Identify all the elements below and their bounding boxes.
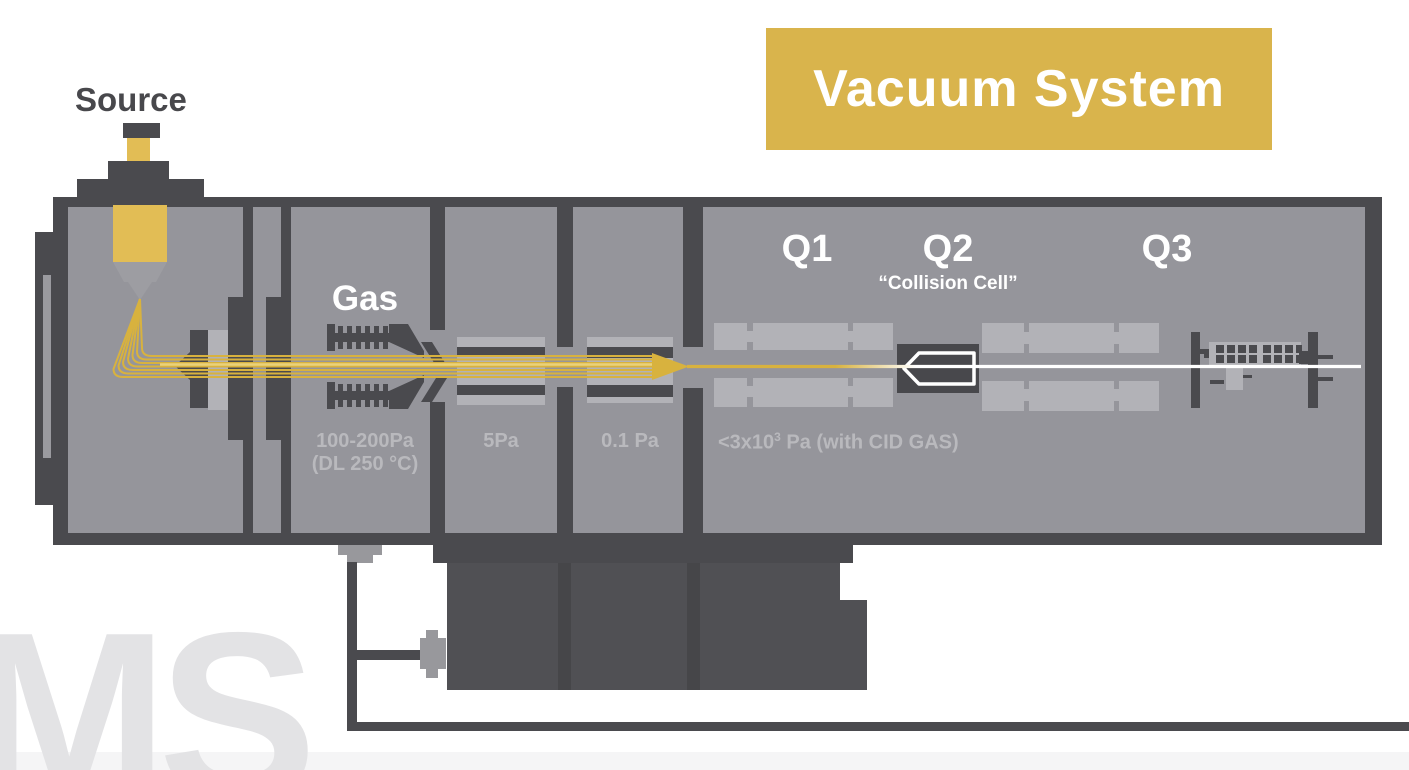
collision-cell-label: “Collision Cell” <box>878 273 1018 294</box>
dl-nozzle-bottom <box>389 375 424 409</box>
collision-cell <box>897 344 979 393</box>
q3-label: Q3 <box>1141 228 1193 270</box>
exhaust-pipe <box>347 722 1409 731</box>
q1-label: Q1 <box>781 228 833 270</box>
q1-rods <box>714 323 893 407</box>
q3-rods <box>982 323 1159 411</box>
q2-label: Q2 <box>922 228 974 270</box>
pump-port-flange <box>338 545 382 555</box>
ms-watermark: MS <box>0 584 317 770</box>
analyzer-pressure-exponent: 3 <box>774 430 781 444</box>
collision-cell-outline <box>902 351 976 386</box>
heater-fins-top <box>338 326 388 349</box>
turbo-pump <box>433 545 867 690</box>
heater-fins-bottom <box>338 384 388 407</box>
valve <box>420 638 446 669</box>
bottom-strip <box>0 752 1409 770</box>
desolvation-line-heater <box>327 324 424 409</box>
hv-pressure-label: 0.1 Pa <box>601 430 659 452</box>
source-label: Source <box>75 81 187 118</box>
ion-beam <box>112 298 1361 380</box>
dl-temp-label: (DL 250 °C) <box>311 453 419 475</box>
probe-stem <box>127 138 150 162</box>
detector <box>1191 332 1333 408</box>
needle-body <box>113 205 167 262</box>
dl-pressure-label: 100-200Pa <box>316 430 414 452</box>
beam-converge-arrow <box>652 353 689 380</box>
analyzer-pressure-label: <3x103 Pa (with CID GAS) <box>718 430 959 455</box>
q0-pressure-label: 5Pa <box>483 430 519 452</box>
dynode-grid <box>1216 345 1302 363</box>
esi-needle <box>113 205 167 300</box>
roughing-line <box>338 545 1409 731</box>
gas-label: Gas <box>331 279 399 318</box>
title-banner: Vacuum System <box>766 28 1272 150</box>
skimmer-cone-bottom <box>421 378 447 402</box>
analyzer-pressure-suffix: Pa (with CID GAS) <box>780 431 959 454</box>
source-probe-tower <box>77 123 204 198</box>
analyzer-pressure-prefix: <3x10 <box>718 431 775 454</box>
page-title: Vacuum System <box>813 60 1225 118</box>
dl-nozzle-top <box>389 324 424 358</box>
